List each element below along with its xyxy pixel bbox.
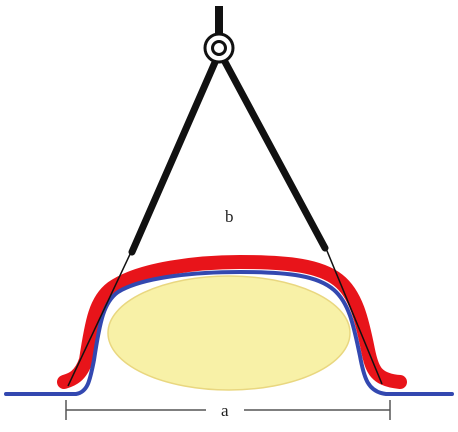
label-b: b	[225, 207, 234, 226]
caliper-left-arm	[128, 56, 220, 256]
measure-line-a	[65, 400, 391, 420]
caliper-hinge-icon	[203, 32, 235, 64]
tissue-ellipse	[107, 275, 351, 391]
caliper-right-arm	[220, 56, 329, 252]
blue-contour-line	[4, 270, 454, 396]
caliper-right-thin-arm	[324, 245, 383, 385]
red-outer-layer	[57, 255, 407, 389]
label-a: a	[221, 401, 229, 420]
caliper-handle	[215, 6, 223, 36]
caliper-left-thin-arm	[67, 249, 133, 387]
